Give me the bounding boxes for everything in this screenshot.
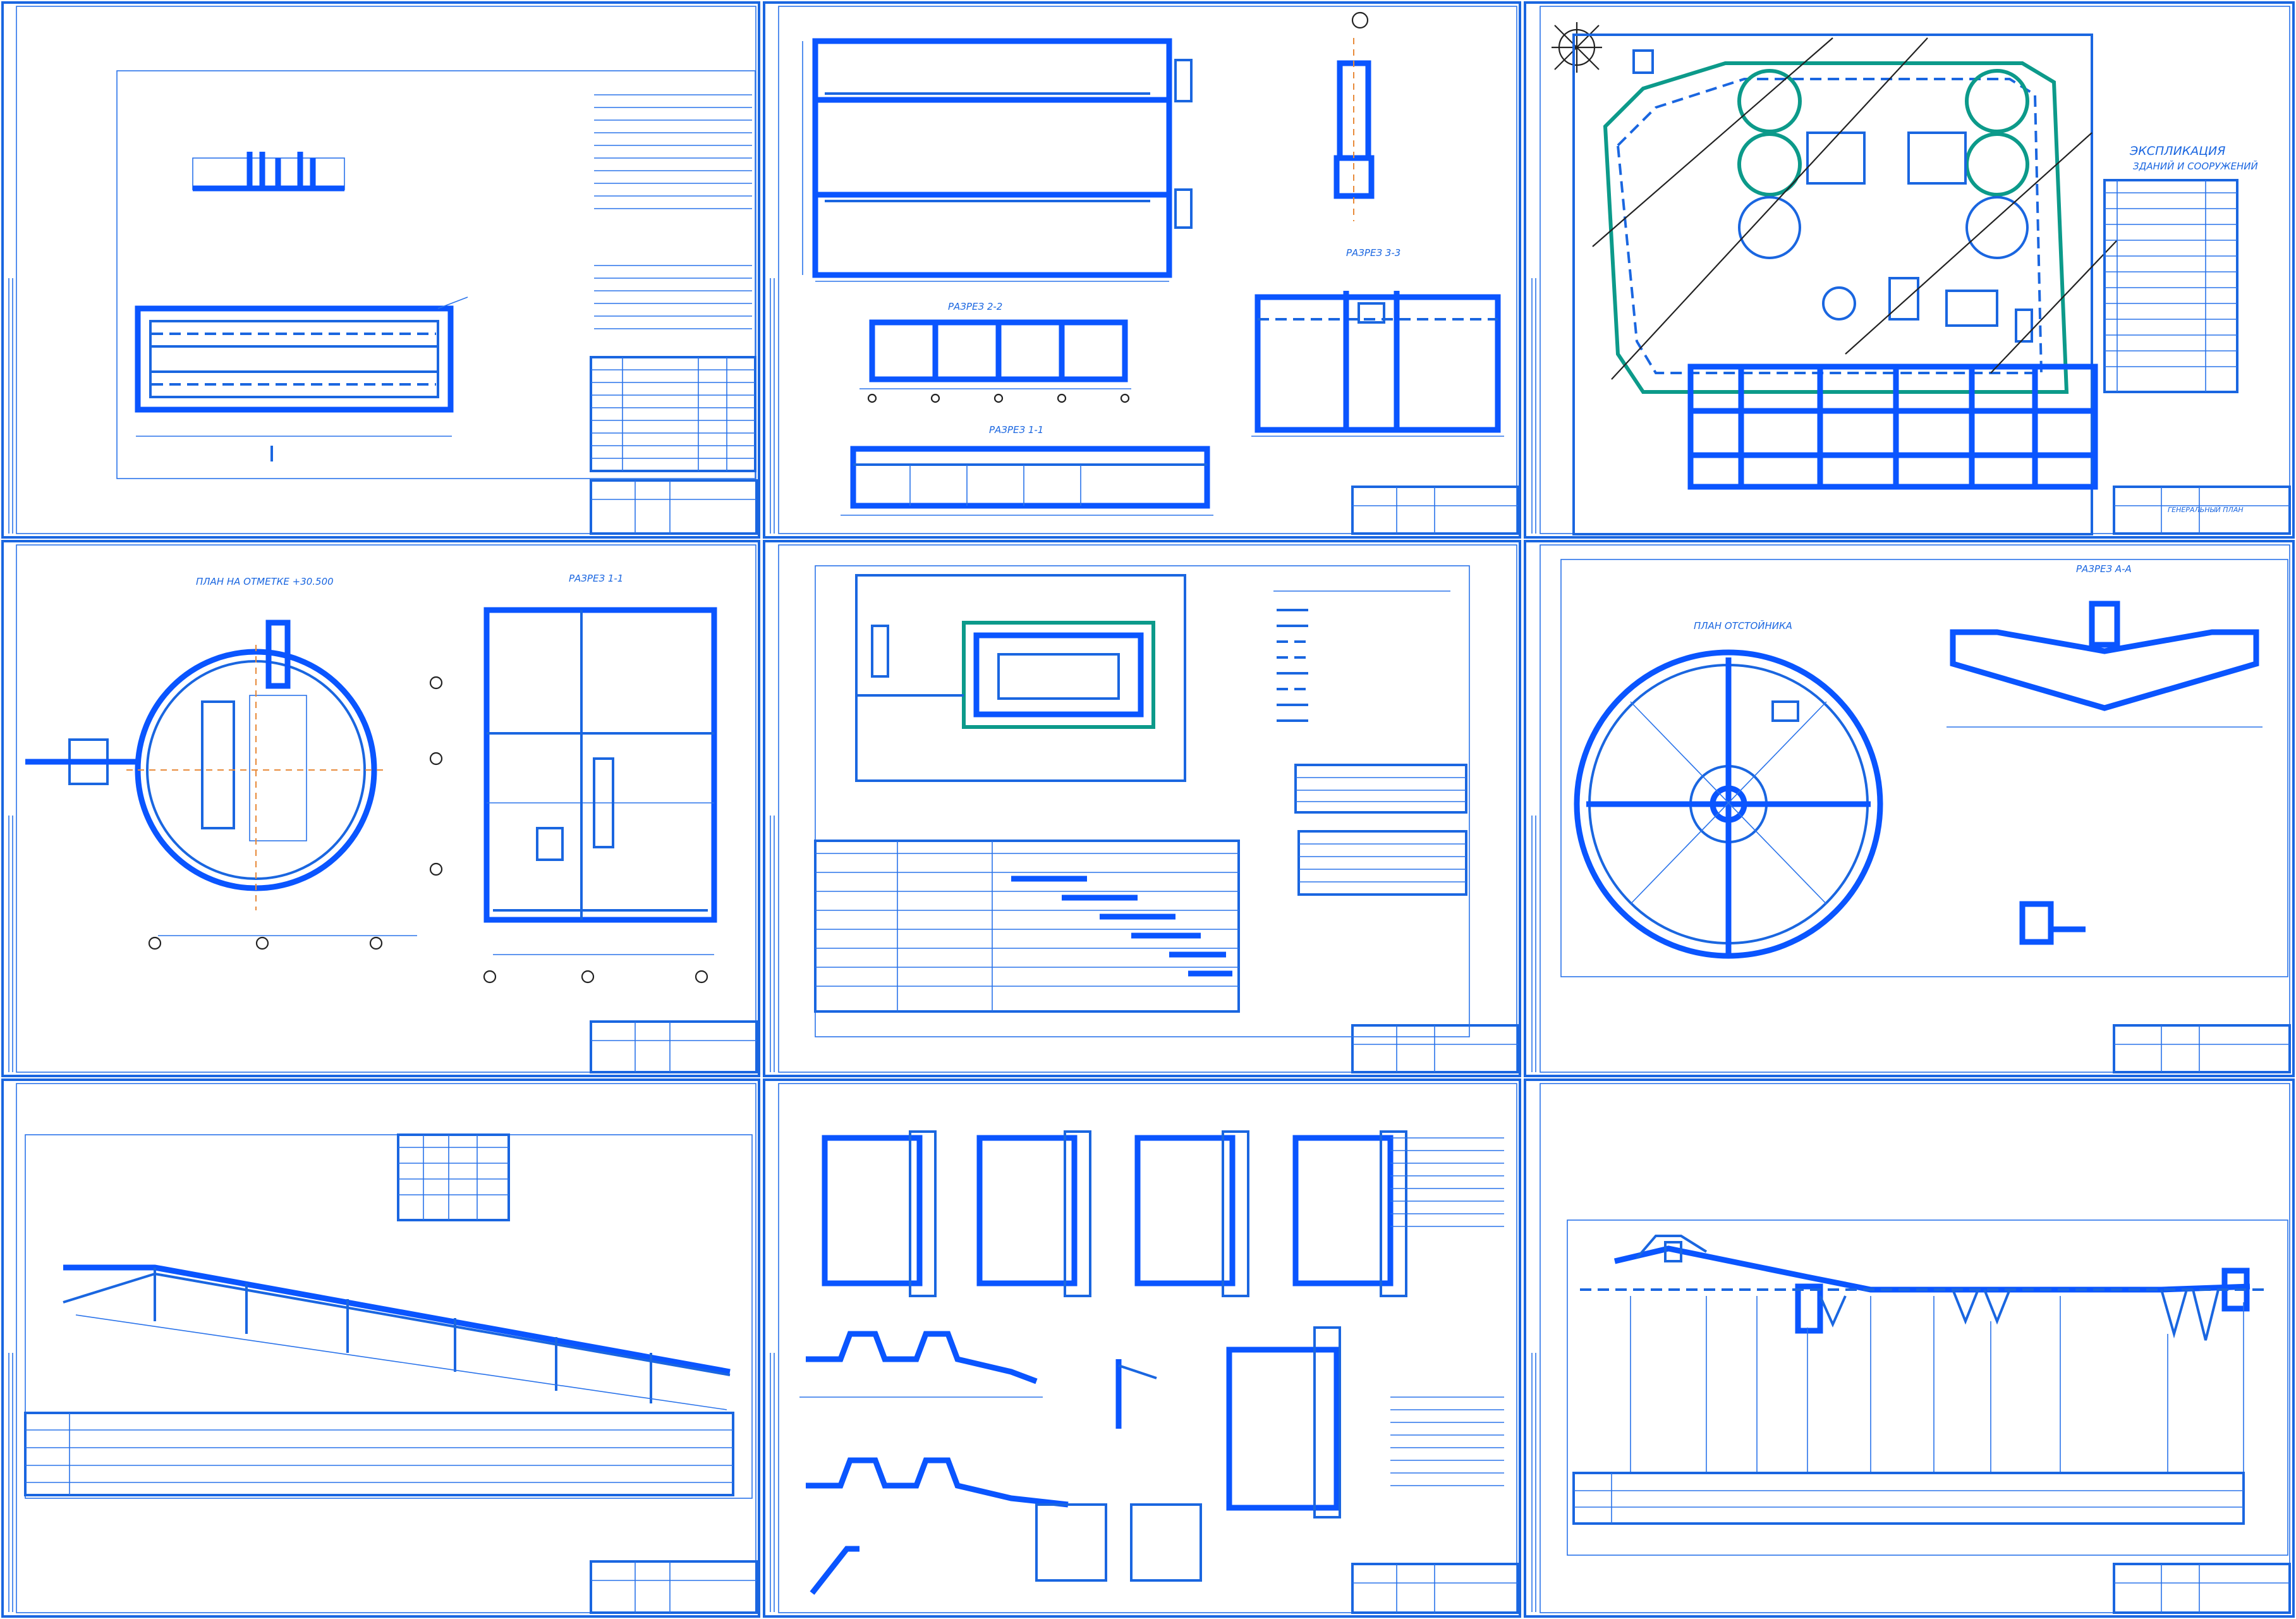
s4-title-section: РАЗРЕЗ 1-1 [569, 573, 623, 584]
title-blocks [590, 479, 2291, 1614]
sheet-3-content: ЭКСПЛИКАЦИЯ ЗДАНИЙ И СООРУЖЕНИЙ ГЕНЕРАЛЬ… [1552, 22, 2258, 535]
s3-wind-rose [1552, 22, 1602, 73]
s3-site-boundary [1572, 34, 2093, 535]
sheet-1-content [116, 70, 756, 479]
s7-table-small [397, 1133, 510, 1221]
s9-profile-grid [1572, 1472, 2245, 1525]
stamp-s1 [590, 479, 758, 535]
s5-site-plan [855, 574, 1186, 782]
sheet-8-content [799, 1130, 1504, 1595]
s7-profile-grid [24, 1412, 734, 1496]
s3-explication-table [2103, 179, 2238, 393]
stamp-s6 [2113, 1024, 2291, 1073]
s2-title-3-3: РАЗРЕЗ 3-3 [1346, 247, 1400, 259]
s4-section [483, 607, 717, 984]
s1-notes [594, 94, 752, 329]
s8-section-a [799, 1331, 1043, 1398]
sheet-2-content: РАЗРЕЗ 2-2 РАЗРЕЗ 1-1 РАЗРЕЗ 3-3 [802, 11, 1504, 516]
s3-diag-lines [1592, 37, 2118, 380]
s6-title-plan: ПЛАН ОТСТОЙНИКА [1694, 620, 1792, 632]
stamp-s5 [1351, 1024, 1519, 1073]
sheet-7-content [24, 1133, 753, 1499]
s2-section-3-3 [1251, 11, 1504, 437]
sheet-9-content [1567, 1219, 2288, 1556]
s2-section-2-2 [859, 319, 1131, 403]
s8-stage-2 [976, 1130, 1091, 1297]
sheet-5-content [814, 565, 1470, 1037]
s9-profile [1580, 1235, 2269, 1341]
s4-title-plan: ПЛАН НА ОТМЕТКЕ +30.500 [196, 576, 334, 587]
s9-stationing-lines [1630, 1296, 2244, 1473]
s2-top-plan [802, 38, 1193, 282]
s2-title-1-1: РАЗРЕЗ 1-1 [989, 424, 1043, 436]
s5-legend [1273, 590, 1450, 722]
s8-details [810, 1503, 1202, 1595]
s3-stamp-name: ГЕНЕРАЛЬНЫЙ ПЛАН [2168, 506, 2244, 514]
s3-subtitle: ЗДАНИЙ И СООРУЖЕНИЙ [2133, 160, 2258, 172]
s8-work-zone [1226, 1326, 1341, 1518]
s2-section-1-1 [841, 446, 1213, 516]
sheet-4-content: ПЛАН НА ОТМЕТКЕ +30.500 РАЗРЕЗ 1-1 [25, 573, 717, 984]
s8-stage-4 [1292, 1130, 1407, 1297]
stamp-s7 [590, 1560, 758, 1614]
s8-stage-1 [822, 1130, 937, 1297]
sheet-6-content: РАЗРЕЗ А-А ПЛАН ОТСТОЙНИКА [1560, 559, 2288, 977]
s3-tanks [1632, 49, 2033, 343]
stamp-s8 [1351, 1563, 1519, 1614]
s8-notes [1390, 1137, 1504, 1486]
binding-strips [8, 278, 1536, 1612]
s1-small-section [192, 152, 345, 192]
stamp-s4 [590, 1020, 758, 1073]
stamp-s3 [2113, 486, 2291, 535]
s1-tank-plan [135, 296, 468, 461]
s6-detail [2019, 901, 2086, 945]
s3-lower-block [1687, 364, 2098, 490]
stamp-s9 [2113, 1563, 2291, 1614]
s1-spec-table [590, 356, 756, 472]
s4-plan [25, 620, 443, 950]
s6-plan [1574, 649, 1883, 959]
s8-stage-3 [1134, 1130, 1249, 1297]
s6-section [1947, 601, 2263, 728]
stamp-s2 [1351, 486, 1519, 535]
s8-crane [1115, 1359, 1157, 1429]
s3-title: ЭКСПЛИКАЦИЯ [2129, 144, 2225, 158]
s5-gantt-schedule [814, 840, 1240, 1013]
s7-profile [63, 1264, 731, 1410]
s5-tables [1294, 764, 1467, 896]
s6-title-section: РАЗРЕЗ А-А [2076, 563, 2132, 575]
s2-title-2-2: РАЗРЕЗ 2-2 [948, 301, 1002, 312]
s8-section-b [806, 1457, 1069, 1508]
